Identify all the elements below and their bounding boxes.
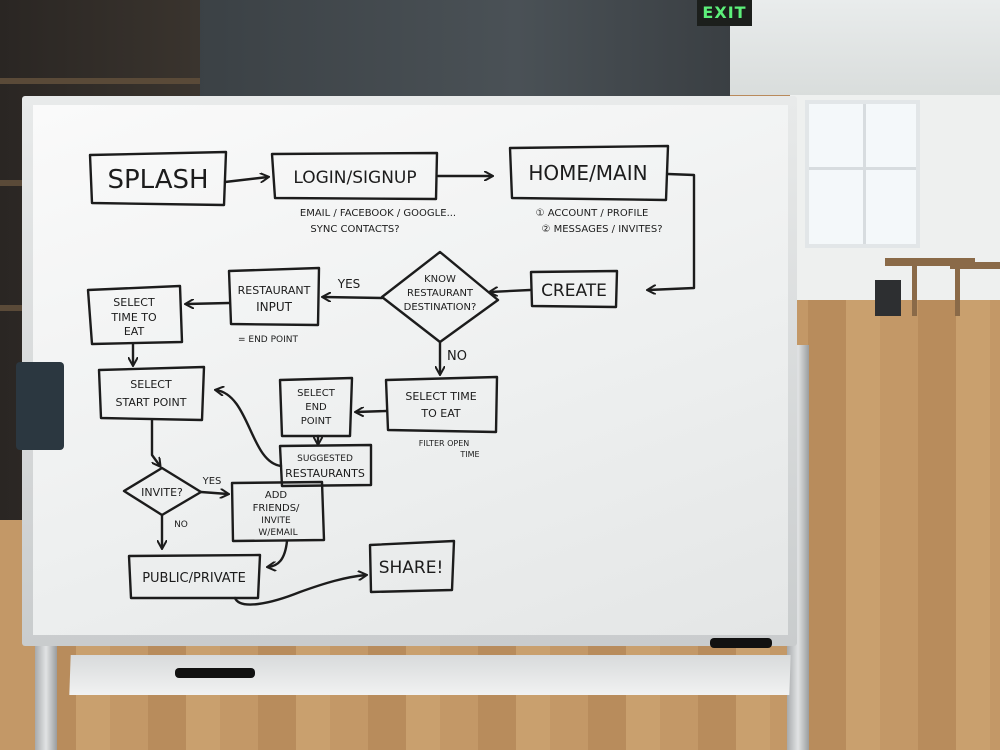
arrow-splash-login [223, 177, 268, 184]
arrow-select-time-end [356, 411, 388, 412]
select-start-label: SELECT [130, 378, 172, 391]
select-time-label: TO EAT [420, 407, 460, 420]
arrow-add-public [268, 539, 289, 567]
select-end-box [278, 376, 354, 438]
know-label: DESTINATION? [404, 302, 477, 313]
window [805, 100, 920, 248]
suggested-label: SUGGESTED [297, 454, 353, 464]
edge-label-no: NO [174, 520, 188, 530]
select-time-eat-label: EAT [124, 325, 145, 338]
home-note: ② MESSAGES / INVITES? [541, 224, 662, 235]
arrow-public-share [233, 575, 366, 606]
marker [710, 638, 772, 648]
select-start-box [97, 365, 206, 422]
edge-label-no: NO [447, 349, 467, 364]
select-time-label: SELECT TIME [405, 390, 476, 403]
exit-sign: EXIT [697, 0, 752, 26]
select-time-eat-label: TIME TO [110, 311, 157, 324]
table-top [885, 258, 975, 266]
login-note: SYNC CONTACTS? [310, 224, 399, 235]
arrow-home-create [648, 172, 696, 290]
pillar [195, 0, 730, 100]
create-box [529, 269, 619, 309]
arrow-input-time [186, 303, 231, 304]
add-friends-label: INVITE [261, 516, 291, 526]
edge-label-yes: YES [337, 277, 361, 291]
select-end-label: SELECT [297, 388, 336, 399]
edge-label-yes: YES [202, 476, 222, 487]
shelf [0, 78, 200, 84]
arrow-create-know [490, 290, 532, 292]
trash-bin [875, 280, 901, 316]
share-label: SHARE! [379, 558, 444, 578]
login-label: LOGIN/SIGNUP [293, 168, 416, 188]
splash-label: SPLASH [107, 165, 208, 195]
arrow-know-input [323, 297, 384, 298]
table-leg [912, 266, 917, 316]
create-label: CREATE [541, 281, 607, 301]
marker [175, 668, 255, 678]
select-end-label: POINT [301, 416, 332, 427]
window-mullion [862, 104, 866, 244]
select-end-label: END [305, 402, 327, 413]
select-time-eat-box [86, 284, 184, 346]
restaurant-input-box [227, 266, 321, 327]
filter-note: FILTER OPEN [419, 439, 470, 448]
public-private-box [127, 553, 262, 600]
arrow-invite-add [199, 492, 228, 494]
home-note: ① ACCOUNT / PROFILE [536, 208, 649, 219]
login-note: EMAIL / FACEBOOK / GOOGLE... [300, 208, 456, 219]
login-box [270, 151, 439, 201]
splash-box [88, 150, 228, 207]
table-top [950, 262, 1000, 269]
public-private-label: PUBLIC/PRIVATE [142, 571, 246, 586]
know-label: KNOW [424, 274, 456, 285]
eraser [16, 362, 64, 450]
share-box [368, 539, 456, 594]
end-point-note: = END POINT [238, 335, 299, 345]
table-leg [955, 266, 960, 316]
add-friends-label: W/EMAIL [258, 528, 297, 538]
invite-label: INVITE? [141, 486, 183, 499]
select-time-box [384, 375, 499, 434]
add-friends-label: ADD [265, 490, 288, 501]
add-friends-box [230, 480, 326, 543]
filter-note: TIME [459, 450, 479, 459]
home-label: HOME/MAIN [528, 161, 647, 185]
know-label: RESTAURANT [407, 288, 474, 299]
window-mullion [809, 167, 916, 170]
restaurant-input-label: INPUT [256, 300, 293, 314]
suggested-box [278, 443, 373, 488]
arrow-start-invite [150, 418, 160, 466]
select-start-label: START POINT [116, 396, 187, 409]
suggested-label: RESTAURANTS [285, 467, 365, 480]
select-time-eat-label: SELECT [113, 296, 155, 309]
arrow-suggested-start [216, 390, 283, 468]
add-friends-label: FRIENDS/ [253, 503, 300, 514]
home-box [508, 144, 670, 202]
restaurant-input-label: RESTAURANT [238, 284, 311, 297]
